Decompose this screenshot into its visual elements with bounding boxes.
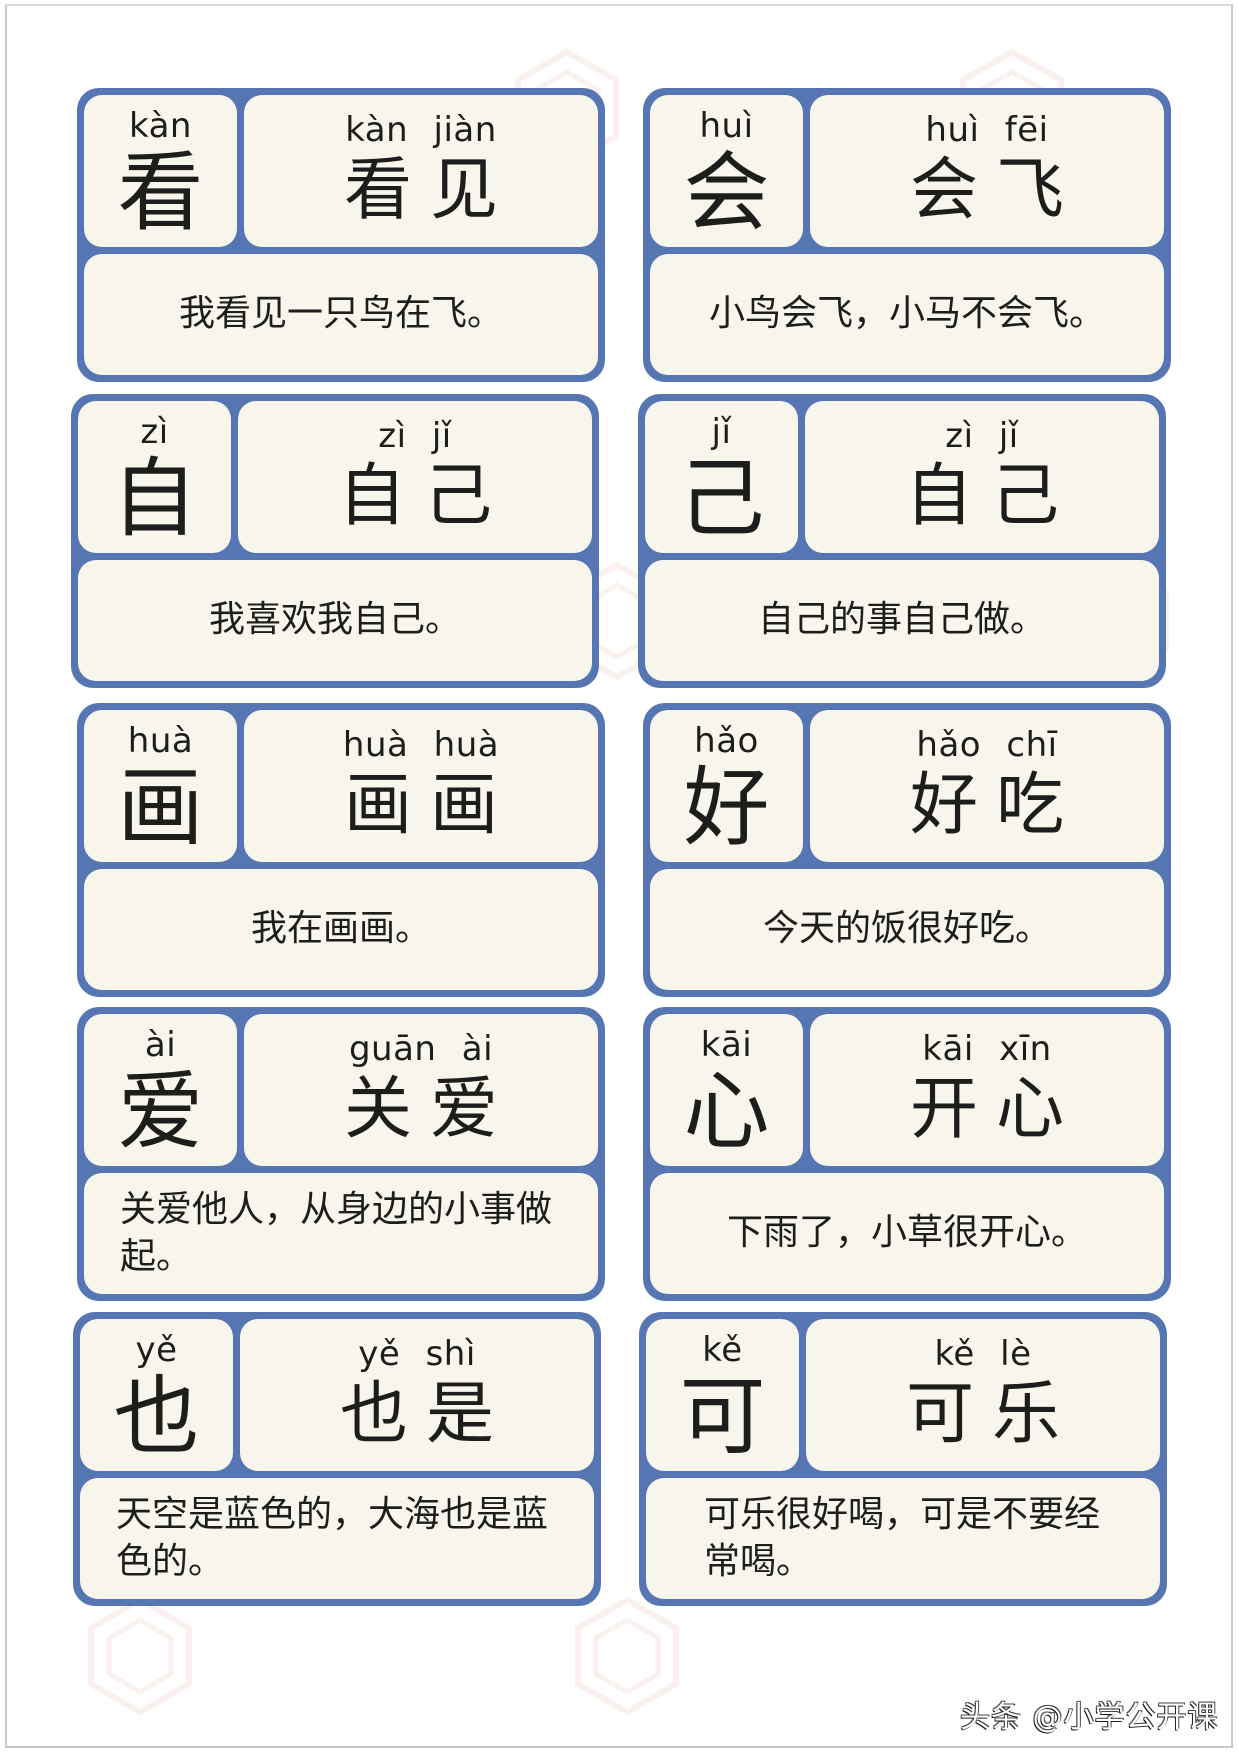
word-panel: kāi xīn 开心 xyxy=(810,1014,1164,1166)
example-sentence: 可乐很好喝，可是不要经常喝。 xyxy=(704,1493,1101,1582)
sentence-panel: 自己的事自己做。 xyxy=(645,560,1159,681)
example-sentence: 下雨了，小草很开心。 xyxy=(726,1212,1087,1254)
word-pinyin: zì jǐ xyxy=(378,416,452,456)
word: 会飞 xyxy=(909,151,1082,230)
character: 爱 xyxy=(117,1062,204,1162)
character-pinyin: huà xyxy=(127,721,194,761)
sentence-panel: 今天的饭很好吃。 xyxy=(650,869,1164,990)
character: 画 xyxy=(117,758,204,858)
character: 好 xyxy=(683,758,770,858)
example-sentence: 今天的饭很好吃。 xyxy=(762,908,1051,950)
character: 可 xyxy=(679,1367,766,1467)
flashcard-zi: zì 自 zì jǐ 自己 我喜欢我自己。 xyxy=(71,394,599,688)
character-pinyin: yě xyxy=(135,1330,178,1370)
word: 看见 xyxy=(343,151,516,230)
example-sentence: 关爱他人，从身边的小事做起。 xyxy=(120,1188,553,1277)
example-sentence: 小鸟会飞，小马不会飞。 xyxy=(708,293,1105,335)
flashcard-hui: huì 会 huì fēi 会飞 小鸟会飞，小马不会飞。 xyxy=(643,88,1171,382)
word-pinyin: hǎo chī xyxy=(916,725,1058,765)
character-pinyin: zì xyxy=(140,412,169,452)
character-panel: zì 自 xyxy=(78,401,231,553)
sentence-panel: 我喜欢我自己。 xyxy=(78,560,592,681)
word-pinyin: huì fēi xyxy=(925,110,1049,150)
flashcard-ke: kě 可 kě lè 可乐 可乐很好喝，可是不要经常喝。 xyxy=(639,1312,1167,1606)
flashcard-hao: hǎo 好 hǎo chī 好吃 今天的饭很好吃。 xyxy=(643,703,1171,997)
character-panel: huà 画 xyxy=(84,710,237,862)
character-panel: jǐ 己 xyxy=(645,401,798,553)
example-sentence: 我在画画。 xyxy=(250,908,431,950)
sentence-panel: 天空是蓝色的，大海也是蓝色的。 xyxy=(80,1478,594,1599)
word: 关爱 xyxy=(343,1070,516,1149)
flashcard-ji: jǐ 己 zì jǐ 自己 自己的事自己做。 xyxy=(638,394,1166,688)
character-pinyin: jǐ xyxy=(711,412,732,452)
character-panel: yě 也 xyxy=(80,1319,233,1471)
example-sentence: 自己的事自己做。 xyxy=(757,599,1046,641)
sentence-panel: 下雨了，小草很开心。 xyxy=(650,1173,1164,1294)
word-panel: huà huà 画画 xyxy=(244,710,598,862)
word-panel: zì jǐ 自己 xyxy=(238,401,592,553)
character-pinyin: kāi xyxy=(700,1025,753,1065)
character-panel: ài 爱 xyxy=(84,1014,237,1166)
character-panel: kāi 心 xyxy=(650,1014,803,1166)
sentence-panel: 可乐很好喝，可是不要经常喝。 xyxy=(646,1478,1160,1599)
worksheet-page: kàn 看 kàn jiàn 看见 我看见一只鸟在飞。 huì 会 huì fē… xyxy=(5,4,1233,1748)
word-panel: hǎo chī 好吃 xyxy=(810,710,1164,862)
word: 自己 xyxy=(904,457,1077,536)
hexagon-watermark-icon xyxy=(88,1596,192,1716)
word-pinyin: huà huà xyxy=(342,725,500,765)
word-pinyin: zì jǐ xyxy=(945,416,1019,456)
word-pinyin: yě shì xyxy=(358,1334,476,1374)
example-sentence: 天空是蓝色的，大海也是蓝色的。 xyxy=(116,1493,549,1582)
character-panel: huì 会 xyxy=(650,95,803,247)
sentence-panel: 关爱他人，从身边的小事做起。 xyxy=(84,1173,598,1294)
source-watermark: 头条 @小学公开课 xyxy=(960,1700,1219,1735)
word: 可乐 xyxy=(905,1375,1078,1454)
character: 自 xyxy=(111,449,198,549)
word-pinyin: guān ài xyxy=(348,1029,494,1069)
character: 也 xyxy=(113,1367,200,1467)
flashcard-kan: kàn 看 kàn jiàn 看见 我看见一只鸟在飞。 xyxy=(77,88,605,382)
character-panel: kàn 看 xyxy=(84,95,237,247)
word-panel: kě lè 可乐 xyxy=(806,1319,1160,1471)
word: 画画 xyxy=(343,766,516,845)
word-panel: huì fēi 会飞 xyxy=(810,95,1164,247)
word-panel: kàn jiàn 看见 xyxy=(244,95,598,247)
sentence-panel: 我在画画。 xyxy=(84,869,598,990)
character-pinyin: kàn xyxy=(129,106,192,146)
character: 会 xyxy=(683,143,770,243)
character-pinyin: kě xyxy=(702,1330,743,1370)
example-sentence: 我喜欢我自己。 xyxy=(208,599,461,641)
word: 自己 xyxy=(337,457,510,536)
word-panel: zì jǐ 自己 xyxy=(805,401,1159,553)
character: 心 xyxy=(683,1062,770,1162)
character-pinyin: ài xyxy=(144,1025,177,1065)
character-panel: hǎo 好 xyxy=(650,710,803,862)
character-pinyin: hǎo xyxy=(694,721,759,761)
sentence-panel: 我看见一只鸟在飞。 xyxy=(84,254,598,375)
flashcard-xin: kāi 心 kāi xīn 开心 下雨了，小草很开心。 xyxy=(643,1007,1171,1301)
word-pinyin: kàn jiàn xyxy=(345,110,497,150)
character: 己 xyxy=(678,449,765,549)
character-pinyin: huì xyxy=(699,106,754,146)
flashcard-ye: yě 也 yě shì 也是 天空是蓝色的，大海也是蓝色的。 xyxy=(73,1312,601,1606)
character-panel: kě 可 xyxy=(646,1319,799,1471)
flashcard-hua: huà 画 huà huà 画画 我在画画。 xyxy=(77,703,605,997)
hexagon-watermark-icon xyxy=(575,1596,679,1716)
character: 看 xyxy=(117,143,204,243)
word-panel: yě shì 也是 xyxy=(240,1319,594,1471)
word: 开心 xyxy=(909,1070,1082,1149)
word: 也是 xyxy=(339,1375,512,1454)
flashcard-ai: ài 爱 guān ài 关爱 关爱他人，从身边的小事做起。 xyxy=(77,1007,605,1301)
word-pinyin: kě lè xyxy=(934,1334,1032,1374)
word: 好吃 xyxy=(909,766,1082,845)
word-pinyin: kāi xīn xyxy=(922,1029,1052,1069)
sentence-panel: 小鸟会飞，小马不会飞。 xyxy=(650,254,1164,375)
word-panel: guān ài 关爱 xyxy=(244,1014,598,1166)
example-sentence: 我看见一只鸟在飞。 xyxy=(178,293,503,335)
